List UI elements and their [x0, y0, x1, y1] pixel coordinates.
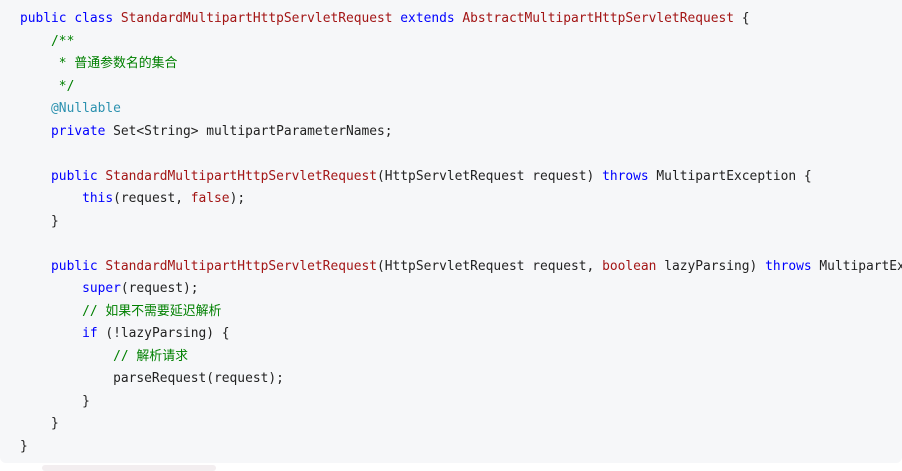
- code-content: public class StandardMultipartHttpServle…: [20, 8, 902, 459]
- code-line: // 解析请求: [20, 346, 902, 369]
- class-name-token: boolean: [602, 258, 665, 274]
- keyword-token: public class: [20, 11, 121, 26]
- class-name-token: AbstractMultipartHttpServletRequest: [462, 11, 735, 26]
- comment-token: * 普通参数名的集合: [20, 56, 178, 71]
- keyword-token: super: [20, 281, 121, 296]
- code-line: if (!lazyParsing) {: [20, 323, 902, 346]
- code-line: [20, 233, 902, 256]
- code-token: (request,: [113, 191, 191, 206]
- code-token: (!lazyParsing) {: [105, 326, 230, 341]
- code-line: }: [20, 391, 902, 414]
- code-line: public StandardMultipartHttpServletReque…: [20, 256, 902, 279]
- horizontal-scrollbar[interactable]: [42, 465, 216, 471]
- code-line: // 如果不需要延迟解析: [20, 301, 902, 324]
- keyword-token: private: [20, 123, 114, 139]
- code-token: Set<String> multipartParameterNames;: [113, 123, 393, 139]
- code-line: public StandardMultipartHttpServletReque…: [20, 166, 902, 189]
- code-line: * 普通参数名的集合: [20, 53, 902, 76]
- code-line: this(request, false);: [20, 188, 902, 211]
- keyword-token: throws: [765, 258, 820, 274]
- annotation-token: @Nullable: [20, 101, 121, 116]
- code-token: (HttpServletRequest request,: [377, 258, 603, 274]
- code-line: @Nullable: [20, 98, 902, 121]
- keyword-token: extends: [400, 11, 463, 26]
- code-token: parseRequest(request);: [20, 371, 284, 386]
- keyword-token: throws: [602, 168, 657, 184]
- keyword-token: this: [20, 191, 114, 206]
- code-token: MultipartException {: [656, 168, 812, 184]
- code-token: }: [20, 393, 90, 409]
- code-line: }: [20, 436, 902, 459]
- class-name-token: StandardMultipartHttpServletRequest: [105, 168, 378, 184]
- keyword-token: public: [20, 168, 106, 184]
- code-token: }: [20, 213, 59, 229]
- code-token: {: [734, 11, 750, 26]
- code-line: public class StandardMultipartHttpServle…: [20, 8, 902, 31]
- comment-token: // 如果不需要延迟解析: [20, 303, 222, 319]
- code-line: private Set<String> multipartParameterNa…: [20, 121, 902, 144]
- comment-token: /**: [20, 33, 75, 49]
- code-line: */: [20, 76, 902, 99]
- comment-token: // 解析请求: [20, 348, 188, 364]
- code-token: MultipartException {: [819, 258, 902, 274]
- keyword-token: public: [20, 258, 106, 274]
- code-token: );: [229, 191, 246, 206]
- code-token: (HttpServletRequest request): [377, 168, 603, 184]
- keyword-token: if: [20, 326, 106, 341]
- code-token: lazyParsing): [664, 258, 766, 274]
- class-name-token: StandardMultipartHttpServletRequest: [120, 11, 401, 26]
- code-line: [20, 143, 902, 166]
- code-token: }: [20, 416, 59, 431]
- code-line: parseRequest(request);: [20, 368, 902, 391]
- code-line: super(request);: [20, 278, 902, 301]
- code-line: }: [20, 413, 902, 436]
- code-token: (request);: [120, 281, 199, 296]
- code-token: }: [20, 438, 28, 454]
- code-line: }: [20, 211, 902, 234]
- class-name-token: StandardMultipartHttpServletRequest: [105, 258, 378, 274]
- class-name-token: false: [190, 191, 230, 206]
- comment-token: */: [20, 78, 75, 94]
- code-line: /**: [20, 31, 902, 54]
